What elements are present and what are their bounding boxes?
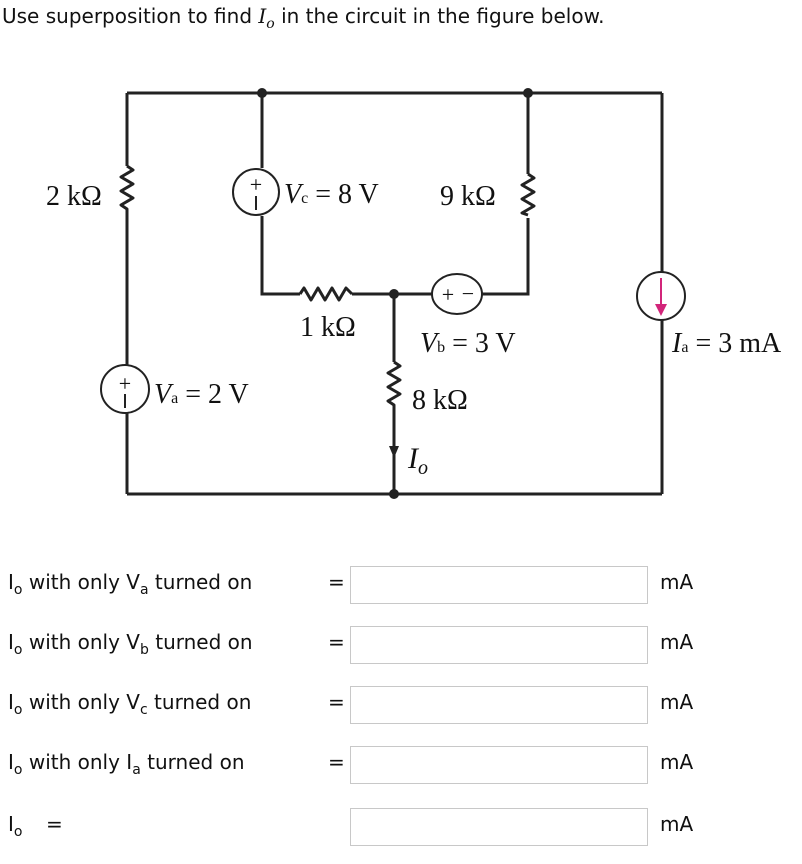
label-tail: turned on — [148, 570, 253, 594]
question-var-main: I — [258, 4, 267, 28]
io-label-main: I — [407, 442, 420, 475]
vb-label-sub: b — [437, 339, 445, 356]
unit-label: mA — [660, 690, 694, 714]
ia-label-sub: a — [681, 339, 688, 356]
unit-label: mA — [660, 750, 694, 774]
label-mid: with only V — [22, 690, 140, 714]
vc-label-main: V — [284, 179, 304, 210]
label-tail: turned on — [147, 690, 252, 714]
vc-label: Vc = 8 V — [284, 179, 379, 210]
label-sub2: a — [139, 582, 149, 598]
voltage-source-vc: + — [232, 168, 280, 216]
node-dot-bottom — [389, 489, 399, 499]
vb-label-main: V — [420, 328, 440, 359]
io-label: Io — [407, 442, 428, 479]
label-sub2: c — [139, 702, 148, 718]
unit-label: mA — [660, 570, 694, 594]
va-label: Va = 2 V — [154, 379, 249, 410]
label-tail: turned on — [148, 630, 253, 654]
answer-input-total[interactable] — [350, 808, 648, 846]
vc-label-sub: c — [301, 190, 308, 207]
va-label-value: = 2 V — [178, 379, 249, 410]
vb-minus-sign: − — [462, 281, 474, 306]
unit-label: mA — [660, 630, 694, 654]
unit-label: mA — [660, 812, 694, 836]
io-label-sub: o — [418, 457, 428, 479]
label-mid: with only V — [22, 570, 140, 594]
vc-plus-sign: + — [250, 172, 262, 197]
answer-label: Io with only Vc turned on — [8, 690, 251, 718]
resistor-2k-label: 2 kΩ — [46, 181, 102, 212]
resistor-8k — [386, 360, 402, 412]
label-sub2: a — [132, 762, 141, 778]
label-tail: turned on — [140, 750, 245, 774]
io-arrow-icon — [389, 446, 399, 458]
va-label-main: V — [154, 379, 174, 410]
voltage-source-vb: + − — [431, 273, 483, 315]
equals-sign: = — [328, 690, 345, 714]
label-sub: o — [13, 582, 23, 598]
ia-label-value: = 3 mA — [688, 328, 782, 359]
ia-label: Ia = 3 mA — [671, 328, 782, 359]
label-sub: o — [13, 824, 23, 840]
resistor-2k — [119, 164, 135, 220]
circuit-diagram: + Vc = 8 V 2 kΩ 9 kΩ 1 kΩ 8 kΩ + − Vb = … — [46, 88, 782, 499]
label-mid: with only I — [22, 750, 133, 774]
va-label-sub: a — [171, 390, 178, 407]
vc-label-value: = 8 V — [308, 179, 379, 210]
answer-label: Io with only Vb turned on — [8, 630, 253, 658]
answer-input-va[interactable] — [350, 566, 648, 604]
question-text-before: Use superposition to find — [2, 4, 259, 28]
wire-vc-lower — [260, 216, 300, 296]
equals-sign: = — [328, 570, 345, 594]
label-main: I — [8, 690, 14, 714]
resistor-9k-label: 9 kΩ — [440, 181, 496, 212]
va-plus-sign: + — [119, 371, 131, 396]
question-text-after: in the circuit in the figure below. — [274, 4, 605, 28]
wire-vb-right — [482, 218, 530, 296]
answer-input-vc[interactable] — [350, 686, 648, 724]
label-main: I — [8, 812, 14, 836]
equals-sign: = — [328, 750, 345, 774]
node-dot-middle — [389, 289, 399, 299]
question-var-sub: o — [266, 16, 275, 32]
resistor-9k — [520, 172, 536, 217]
resistor-8k-label: 8 kΩ — [412, 385, 468, 416]
voltage-source-va: + — [100, 364, 150, 414]
label-sub: o — [13, 642, 23, 658]
label-sub: o — [13, 762, 23, 778]
node-dot-top-left — [257, 88, 267, 98]
equals-sign: = — [46, 812, 63, 836]
resistor-1k-label: 1 kΩ — [300, 312, 356, 343]
resistor-1k — [298, 286, 354, 302]
answer-input-ia[interactable] — [350, 746, 648, 784]
label-mid: with only V — [22, 630, 140, 654]
answer-input-vb[interactable] — [350, 626, 648, 664]
question-text: Use superposition to find Io in the circ… — [2, 4, 604, 32]
equals-sign: = — [328, 630, 345, 654]
ia-label-main: I — [671, 328, 683, 359]
label-sub: o — [13, 702, 23, 718]
label-sub2: b — [139, 642, 149, 658]
label-main: I — [8, 570, 14, 594]
vb-label: Vb = 3 V — [420, 328, 516, 359]
label-main: I — [8, 630, 14, 654]
label-main: I — [8, 750, 14, 774]
current-source-ia — [636, 271, 686, 321]
vb-label-value: = 3 V — [445, 328, 516, 359]
node-dot-top-right — [523, 88, 533, 98]
answer-label: Io — [8, 812, 22, 840]
question-var: Io — [258, 4, 274, 32]
answer-label: Io with only Ia turned on — [8, 750, 245, 778]
vb-plus-sign: + — [442, 282, 454, 307]
answer-label: Io with only Va turned on — [8, 570, 252, 598]
